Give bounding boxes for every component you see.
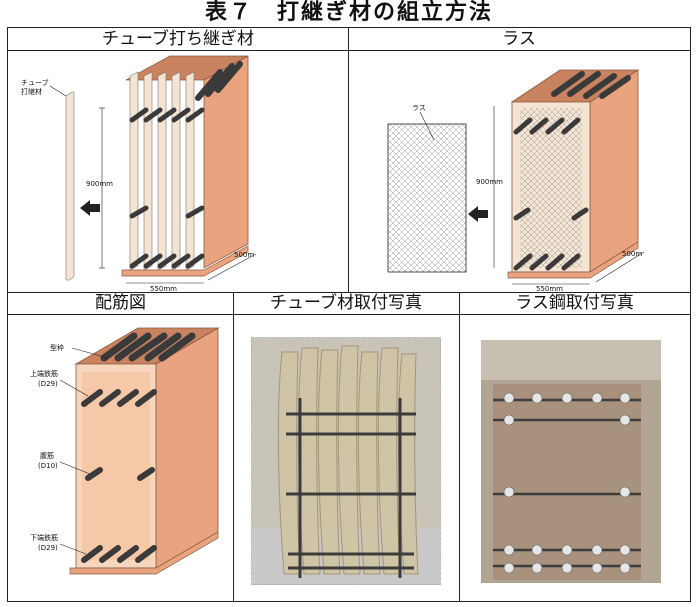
arrow-icon (468, 206, 488, 222)
rebar-diagram: 型枠 上端鉄筋 (D29) 腹筋 (D10) 下端鉄筋 (D29) (30, 327, 220, 575)
panel-lath-header: ラス (348, 28, 690, 51)
divider-bottom-2 (459, 292, 460, 601)
divider-middle (8, 292, 690, 293)
panel-tube-photo: チューブ材取付写真 (233, 292, 459, 601)
panel-rebar-header: 配筋図 (8, 292, 233, 315)
panel-rebar: 配筋図 型枠 上端鉄筋 (D29) 腹筋 (8, 292, 233, 601)
panel-tube: チューブ打ち継ぎ材 チューブ 打継材 900mm (8, 28, 348, 293)
arrow-icon (80, 200, 100, 216)
tube-diagram: チューブ 打継材 900mm (21, 55, 257, 293)
formwork-label: 型枠 (50, 343, 64, 352)
lath-width-dim: 550mm (536, 285, 563, 293)
bottom-rebar-label-2: (D29) (38, 544, 58, 552)
panel-lath-photo-header: ラス鋼取付写真 (459, 292, 690, 315)
lath-height-dim: 900mm (476, 178, 503, 186)
tube-height-dim: 900mm (86, 180, 113, 188)
web-rebar-label-1: 腹筋 (40, 451, 54, 460)
divider-top (348, 28, 349, 292)
tube-side-label-1: チューブ (21, 78, 49, 87)
lath-sheet-label: ラス (412, 104, 426, 112)
panel-tube-header: チューブ打ち継ぎ材 (8, 28, 348, 51)
tube-board (65, 91, 75, 281)
lath-sheet (387, 123, 467, 273)
top-rebar-label-2: (D29) (38, 380, 58, 388)
divider-bottom-1 (233, 292, 234, 601)
lath-photo (481, 340, 661, 583)
top-rebar-label-1: 上端鉄筋 (30, 369, 58, 378)
tube-width-dim: 550mm (150, 285, 177, 293)
panel-lath: ラス ラス 900mm (348, 28, 690, 293)
tube-photo (251, 337, 441, 585)
panel-tube-photo-header: チューブ材取付写真 (233, 292, 459, 315)
web-rebar-label-2: (D10) (38, 462, 58, 470)
page-title: 表７ 打継ぎ材の組立方法 (204, 0, 493, 25)
tube-depth-dim: 500m (234, 251, 254, 259)
lath-diagram: ラス 900mm 500m 550mm (387, 69, 645, 293)
panel-lath-photo: ラス鋼取付写真 (459, 292, 690, 601)
tube-side-label-2: 打継材 (21, 87, 42, 96)
bottom-rebar-label-1: 下端鉄筋 (30, 533, 58, 542)
lath-depth-dim: 500m (622, 250, 642, 258)
method-table: チューブ打ち継ぎ材 チューブ 打継材 900mm (7, 27, 691, 602)
